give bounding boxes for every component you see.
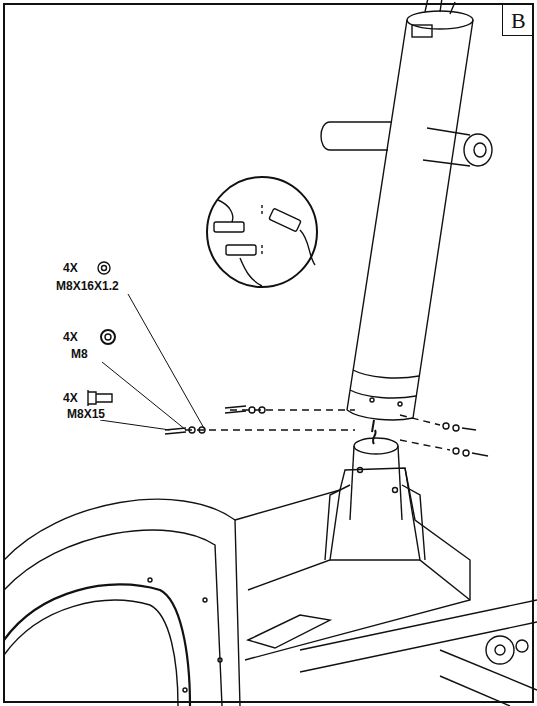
bolt-icon [88, 390, 112, 406]
quantity-label: 4X [62, 331, 79, 343]
washer-icon [98, 262, 110, 274]
console-mast [347, 0, 473, 432]
quantity-label: 4X [62, 262, 79, 274]
leader-lines [100, 294, 205, 430]
part-size-label: M8X15 [66, 408, 106, 420]
part-size-label: M8 [70, 348, 89, 360]
part-size-label: M8X16X1.2 [55, 280, 120, 292]
page-frame [4, 4, 533, 702]
flywheel-cover [4, 499, 240, 706]
quantity-label: 4X [62, 392, 79, 404]
step-letter-box: B [502, 4, 533, 36]
nut-icon [101, 330, 115, 344]
handlebar-stub [321, 122, 492, 166]
frame-base [235, 468, 537, 706]
wire-connector-detail [207, 177, 317, 287]
fasteners [165, 406, 488, 553]
post-socket [325, 430, 425, 560]
step-letter: B [511, 10, 524, 32]
